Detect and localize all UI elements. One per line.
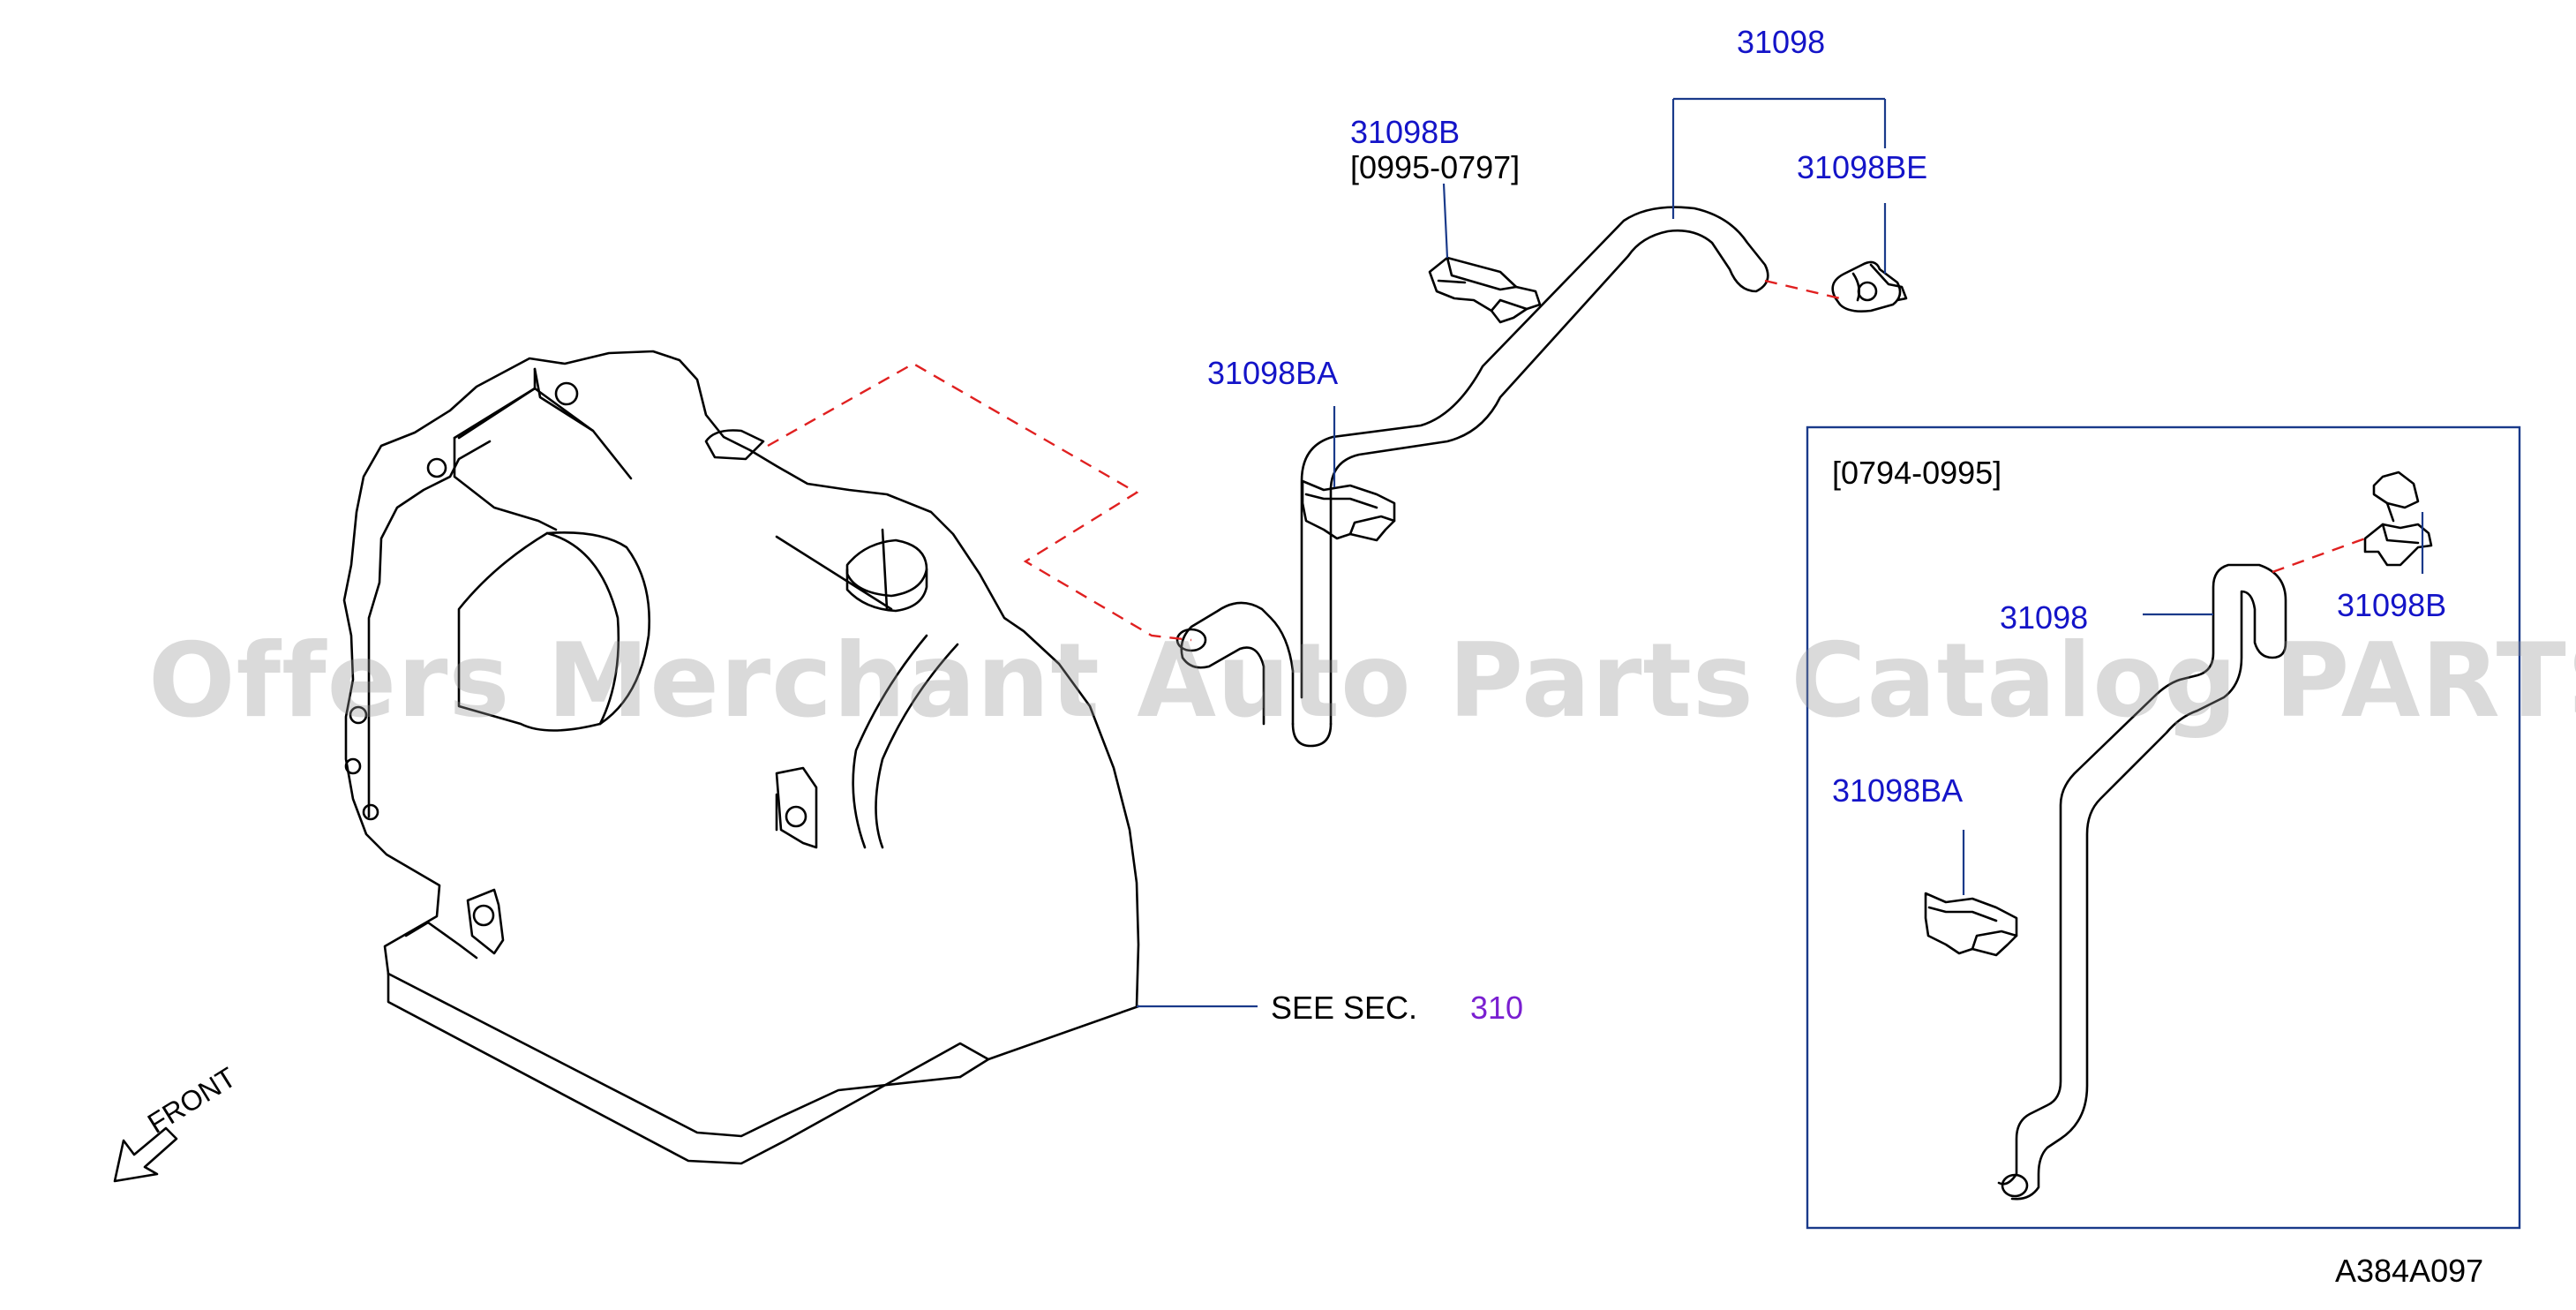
- leader-lines: [1137, 97, 2424, 1008]
- part-label-31098be[interactable]: 31098BE: [1797, 149, 1928, 185]
- breather-hose-31098: [1175, 206, 1769, 748]
- date-range-31098b: [0995-0797]: [1350, 149, 1521, 185]
- clip-31098b-top: [1428, 256, 1542, 324]
- inset-frame: [1806, 425, 2521, 1230]
- front-arrow-icon: [113, 1126, 178, 1183]
- part-label-31098[interactable]: 31098: [1737, 24, 1826, 60]
- transmission-case: [342, 350, 1140, 1165]
- inset-date-range: [0794-0995]: [1832, 455, 2002, 491]
- clip-31098ba-top: [1301, 479, 1396, 542]
- inset-clip-31098b: [2363, 471, 2433, 567]
- inset-part-label-31098ba[interactable]: 31098BA: [1832, 772, 1964, 809]
- watermark-text: Offers Merchant Auto Parts Catalog PARTS…: [148, 621, 2576, 741]
- inset-clip-31098ba: [1924, 892, 2018, 957]
- dashed-routing-lines: [767, 279, 2366, 642]
- see-section-text: SEE SEC.: [1271, 990, 1418, 1026]
- part-label-31098ba[interactable]: 31098BA: [1207, 355, 1339, 391]
- inset-part-label-31098[interactable]: 31098: [2000, 599, 2089, 636]
- diagram-code: A384A097: [2335, 1253, 2484, 1289]
- clamp-31098be: [1831, 260, 1908, 312]
- section-link-310[interactable]: 310: [1470, 990, 1524, 1026]
- inset-hose-31098: [1997, 563, 2287, 1201]
- part-label-31098b[interactable]: 31098B: [1350, 114, 1461, 150]
- inset-part-label-31098b[interactable]: 31098B: [2337, 587, 2447, 623]
